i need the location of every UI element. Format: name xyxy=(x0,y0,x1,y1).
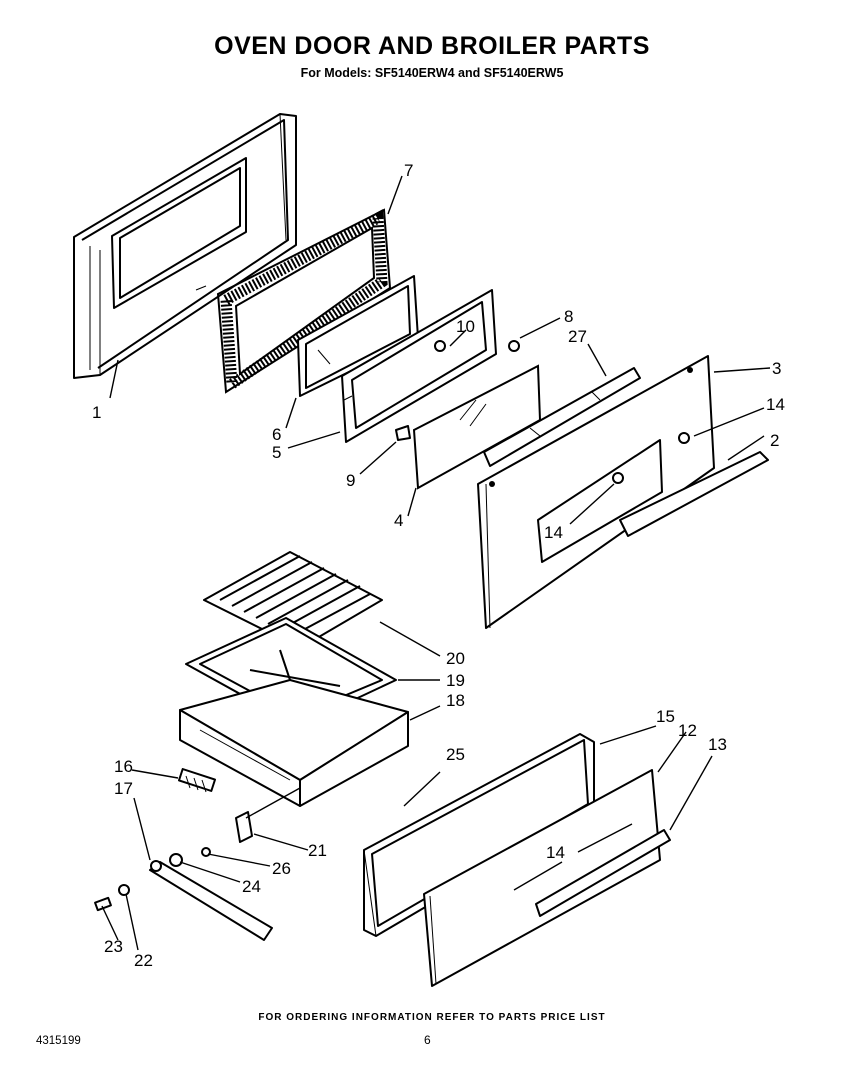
callout-4: 4 xyxy=(394,511,403,530)
callout-20: 20 xyxy=(446,649,465,668)
callout-26: 26 xyxy=(272,859,291,878)
broiler-drawer-front xyxy=(423,769,661,987)
callout-27: 27 xyxy=(568,327,587,346)
callout-16: 16 xyxy=(114,757,133,776)
callout-14-drawer: 14 xyxy=(546,843,565,862)
callout-8: 8 xyxy=(564,307,573,326)
door-gasket xyxy=(216,208,392,394)
page-title: OVEN DOOR AND BROILER PARTS xyxy=(214,32,650,60)
callout-14-upper: 14 xyxy=(766,395,785,414)
callout-7: 7 xyxy=(404,161,413,180)
callout-1: 1 xyxy=(92,403,101,422)
broiler-rail-hardware xyxy=(94,847,273,941)
callout-24: 24 xyxy=(242,877,261,896)
document-number: 4315199 xyxy=(36,1035,81,1047)
callout-22: 22 xyxy=(134,951,153,970)
callout-3: 3 xyxy=(772,359,781,378)
callout-2: 2 xyxy=(770,431,779,450)
models-subtitle: For Models: SF5140ERW4 and SF5140ERW5 xyxy=(300,66,564,80)
broiler-pan xyxy=(179,679,409,807)
callout-13: 13 xyxy=(708,735,727,754)
callout-labels: 1 2 3 4 5 6 7 8 9 10 12 13 14 14 14 15 1… xyxy=(92,161,785,970)
callout-12: 12 xyxy=(678,721,697,740)
callout-21: 21 xyxy=(308,841,327,860)
inner-door-liner xyxy=(73,113,297,379)
callout-9: 9 xyxy=(346,471,355,490)
ordering-note: FOR ORDERING INFORMATION REFER TO PARTS … xyxy=(258,1012,606,1023)
callout-17: 17 xyxy=(114,779,133,798)
callout-25: 25 xyxy=(446,745,465,764)
spring-and-bracket xyxy=(177,768,253,843)
callout-18: 18 xyxy=(446,691,465,710)
small-hardware xyxy=(395,340,690,484)
callout-10: 10 xyxy=(456,317,475,336)
leader-lines xyxy=(101,175,771,951)
page-number: 6 xyxy=(424,1033,431,1047)
glass-retainer-frame xyxy=(341,289,497,443)
drawer-handle xyxy=(535,829,671,917)
door-handle-parts xyxy=(483,367,769,537)
callout-5: 5 xyxy=(272,443,281,462)
callout-6: 6 xyxy=(272,425,281,444)
callout-19: 19 xyxy=(446,671,465,690)
callout-23: 23 xyxy=(104,937,123,956)
callout-14-door: 14 xyxy=(544,523,563,542)
outer-door-panel xyxy=(477,355,715,629)
callout-15: 15 xyxy=(656,707,675,726)
